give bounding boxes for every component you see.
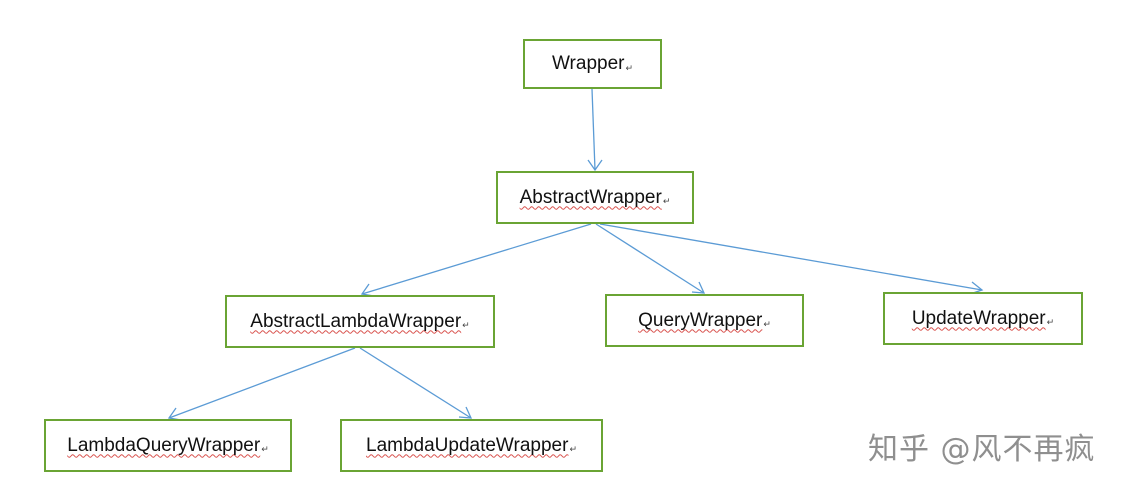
node-label-abstractwrapper: AbstractWrapper <box>519 186 662 208</box>
node-lambdaquerywrapper: LambdaQueryWrapper↵ <box>44 419 292 472</box>
node-label-abstractlambdawrapper: AbstractLambdaWrapper <box>250 310 462 332</box>
node-label-querywrapper: QueryWrapper <box>638 309 763 331</box>
paragraph-mark-icon: ↵ <box>569 444 577 454</box>
edge-abstractlambdawrapper-to-lambdaquerywrapper <box>167 347 356 421</box>
node-label-lambdaquerywrapper: LambdaQueryWrapper <box>67 434 261 456</box>
node-abstractwrapper: AbstractWrapper↵ <box>496 171 694 224</box>
node-label-wrapper: Wrapper <box>551 53 625 74</box>
paragraph-mark-icon: ↵ <box>261 444 269 454</box>
edge-abstractwrapper-to-abstractlambdawrapper <box>360 223 592 297</box>
node-updatewrapper: UpdateWrapper↵ <box>883 292 1083 345</box>
paragraph-mark-icon: ↵ <box>662 196 671 206</box>
edge-abstractwrapper-to-querywrapper <box>595 223 706 294</box>
paragraph-mark-icon: ↵ <box>763 319 771 329</box>
node-abstractlambdawrapper: AbstractLambdaWrapper↵ <box>225 295 495 348</box>
node-label-updatewrapper: UpdateWrapper <box>911 307 1046 329</box>
edge-abstractwrapper-to-updatewrapper <box>599 223 984 295</box>
node-label-lambdaupdatewrapper: LambdaUpdateWrapper <box>366 434 569 456</box>
node-lambdaupdatewrapper: LambdaUpdateWrapper↵ <box>340 419 603 472</box>
node-wrapper: Wrapper↵ <box>523 39 662 89</box>
watermark: 知乎 @风不再疯 <box>868 432 1096 467</box>
paragraph-mark-icon: ↵ <box>625 62 634 73</box>
node-querywrapper: QueryWrapper↵ <box>605 294 804 347</box>
edge-abstractlambdawrapper-to-lambdaupdatewrapper <box>359 347 473 419</box>
paragraph-mark-icon: ↵ <box>1046 317 1055 327</box>
edge-wrapper-to-abstractwrapper <box>587 88 603 172</box>
paragraph-mark-icon: ↵ <box>462 320 470 330</box>
